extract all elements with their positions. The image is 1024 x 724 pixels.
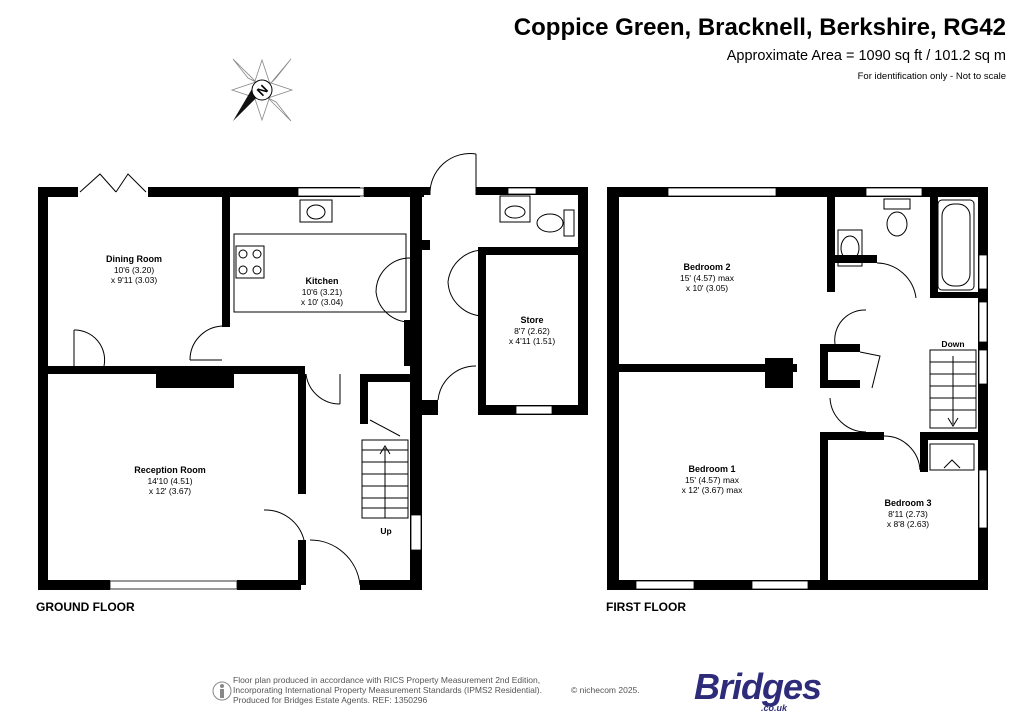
scale-note: For identification only - Not to scale	[857, 71, 1006, 82]
bridges-logo-domain: .co.uk	[761, 703, 788, 713]
ground-floor-doors	[73, 153, 485, 586]
first-floor-stairs	[929, 349, 977, 471]
room-dining-room: Dining Room 10'6 (3.20) x 9'11 (3.03)	[106, 254, 162, 285]
north-arrow-icon: N	[230, 58, 294, 122]
stairs-up-label: Up	[380, 526, 392, 536]
wc-fittings	[499, 195, 575, 237]
ground-floor-label: GROUND FLOOR	[36, 600, 135, 614]
ground-floor-walls	[38, 187, 588, 590]
page-title: Coppice Green, Bracknell, Berkshire, RG4…	[513, 14, 1006, 41]
room-bedroom-1: Bedroom 1 15' (4.57) max x 12' (3.67) ma…	[681, 464, 743, 495]
copyright: © nichecom 2025.	[571, 685, 640, 695]
ground-floor-windows	[109, 187, 553, 590]
kitchen-fittings	[233, 199, 407, 313]
ipms-person-icon	[212, 681, 232, 701]
room-bedroom-3: Bedroom 3 8'11 (2.73) x 8'8 (2.63)	[884, 498, 932, 529]
first-floor-windows	[635, 187, 988, 590]
first-floor-label: FIRST FLOOR	[606, 600, 686, 614]
room-reception-room: Reception Room 14'10 (4.51) x 12' (3.67)	[134, 465, 206, 496]
stairs-down-label: Down	[941, 339, 965, 349]
bathroom-fittings	[837, 198, 975, 291]
room-kitchen: Kitchen 10'6 (3.21) x 10' (3.04)	[300, 276, 344, 307]
first-floor-doors	[829, 262, 921, 471]
footer-disclaimer: Floor plan produced in accordance with R…	[233, 675, 542, 705]
room-bedroom-2: Bedroom 2 15' (4.57) max x 10' (3.05)	[679, 262, 735, 293]
ground-stairs	[361, 439, 409, 519]
first-floor-walls	[607, 187, 988, 590]
room-store: Store 8'7 (2.62) x 4'11 (1.51)	[508, 315, 556, 346]
bridges-logo: Bridges	[694, 666, 822, 707]
approximate-area: Approximate Area = 1090 sq ft / 101.2 sq…	[726, 48, 1006, 64]
